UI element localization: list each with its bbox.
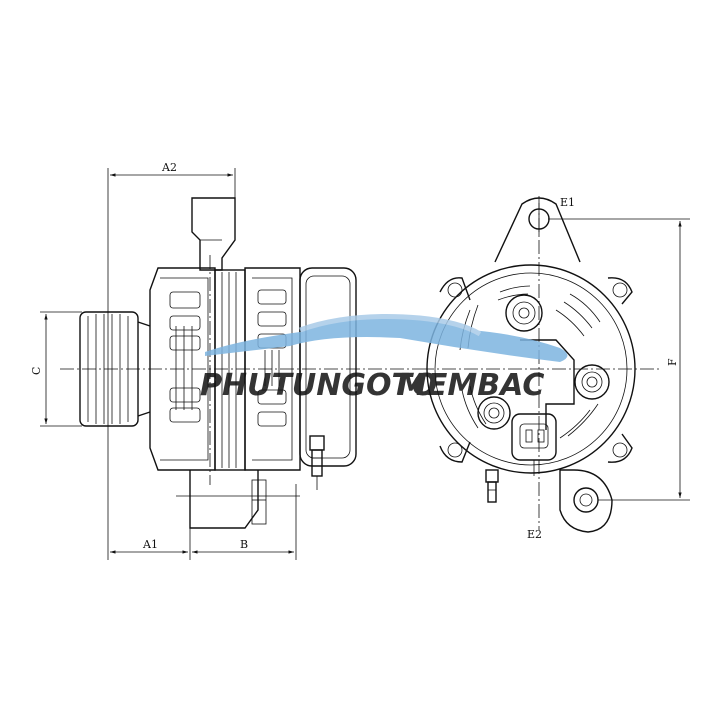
bolt-hub-top xyxy=(505,294,543,332)
dim-f: F xyxy=(548,218,690,501)
connector-plug xyxy=(511,413,557,476)
battery-terminal xyxy=(485,469,499,503)
watermark-text-2: MEMBAC xyxy=(397,368,544,403)
label-b: B xyxy=(240,538,248,551)
bolt-hub-left xyxy=(477,396,511,430)
label-e2: E2 xyxy=(527,528,542,541)
watermark-text-1: PHUTUNGOTO xyxy=(200,368,437,403)
ear-e2 xyxy=(559,469,613,533)
watermark: PHUTUNGOTO MEMBAC xyxy=(200,314,568,403)
rear-view: F E1 E2 xyxy=(420,196,690,541)
front-housing xyxy=(149,197,267,529)
bolt-hub-right xyxy=(574,364,610,400)
dim-a1-b: A1 B xyxy=(110,528,297,560)
rear-body xyxy=(426,264,636,474)
label-e1: E1 xyxy=(560,196,575,209)
dim-c: C xyxy=(30,311,82,427)
watermark-car-swoosh xyxy=(205,316,568,362)
label-f: F xyxy=(666,358,679,366)
pulley xyxy=(79,311,151,427)
dim-a2: A2 xyxy=(107,161,236,560)
label-c: C xyxy=(30,367,43,375)
side-view: A2 C A1 B xyxy=(30,161,420,560)
vent-slots xyxy=(459,285,601,439)
rear-cover xyxy=(299,267,357,490)
label-a2: A2 xyxy=(161,161,177,174)
regulator-plate xyxy=(520,339,575,430)
label-a1: A1 xyxy=(142,538,158,551)
